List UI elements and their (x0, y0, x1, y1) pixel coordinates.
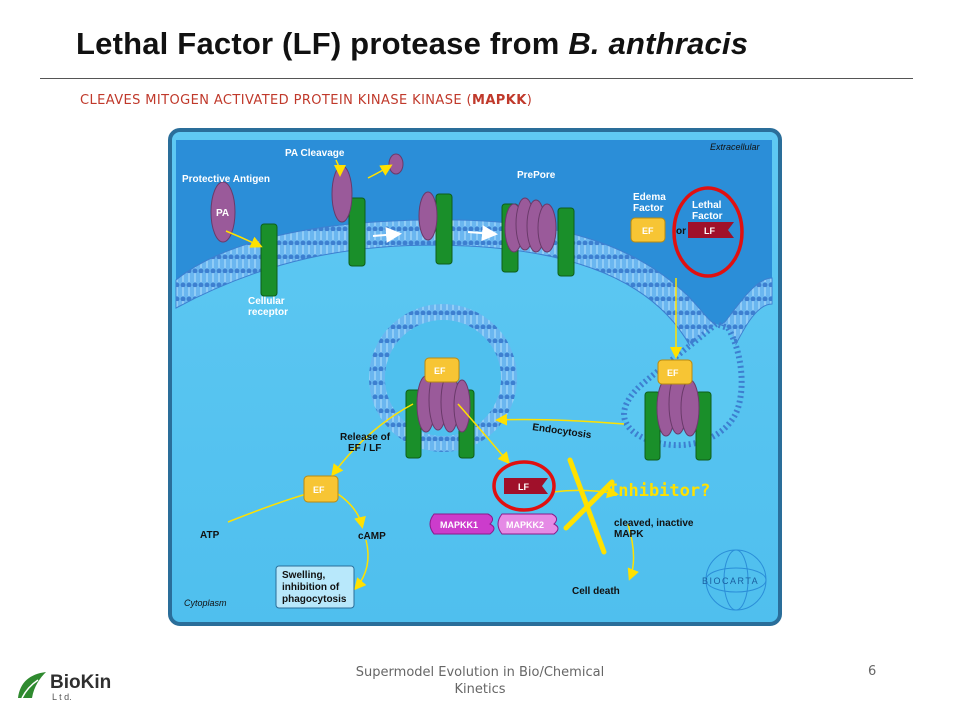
footer-line-1: Supermodel Evolution in Bio/Chemical (355, 665, 605, 680)
label-swelling-2: inhibition of (282, 582, 340, 593)
footer-line-2: Kinetics (454, 682, 506, 697)
lf-tags (504, 222, 734, 494)
protective-antigen-ovals (210, 153, 700, 437)
ef-label-3: EF (667, 368, 679, 378)
slide-subtitle: CLEAVES MITOGEN ACTIVATED PROTEIN KINASE… (80, 93, 532, 108)
anthrax-pathway-diagram: Protective Antigen PA PA Cleavage PrePor… (168, 128, 782, 626)
biokin-logo: BioKin L t d. (16, 668, 126, 708)
label-prepore: PrePore (517, 170, 556, 181)
label-atp: ATP (200, 530, 220, 541)
label-extracellular: Extracellular (710, 142, 761, 152)
cell-membrane (175, 219, 773, 368)
subtitle-pre: CLEAVES MITOGEN ACTIVATED PROTEIN KINASE… (80, 93, 472, 108)
inhibitor-cross (563, 457, 615, 555)
label-inhibitor: Inhibitor? (608, 481, 710, 501)
page-number: 6 (868, 664, 877, 679)
label-mapkk2: MAPKK2 (506, 520, 544, 530)
label-pa: PA (216, 208, 229, 219)
title-italic: B. anthracis (568, 26, 749, 61)
label-cytoplasm: Cytoplasm (184, 598, 227, 608)
extracellular-region (176, 140, 772, 368)
lf-label-1: LF (704, 226, 715, 236)
label-swelling-1: Swelling, (282, 570, 326, 581)
label-cellular-receptor-2: receptor (248, 307, 288, 318)
footer-text: Supermodel Evolution in Bio/Chemical Kin… (320, 664, 640, 698)
label-or: or (676, 226, 686, 237)
pa-oval (210, 181, 236, 243)
label-lethal-factor-1: Lethal (692, 200, 722, 211)
label-mapkk1: MAPKK1 (440, 520, 478, 530)
subtitle-post: ) (526, 93, 533, 108)
lf-highlight-circle-top (672, 186, 744, 278)
label-biocarta: BIOCARTA (702, 576, 759, 586)
title-divider (40, 78, 913, 79)
label-edema-factor-1: Edema (633, 192, 666, 203)
ef-label-2: EF (434, 366, 446, 376)
lf-label-2: LF (518, 482, 529, 492)
mapkk2-shape (497, 513, 559, 535)
membrane-flow-arrows (372, 225, 498, 243)
label-release-1: Release of (340, 432, 391, 443)
subtitle-bold: MAPKK (472, 93, 527, 108)
label-lethal-factor-2: Factor (692, 211, 723, 222)
label-swelling-3: phagocytosis (282, 594, 347, 605)
mapkk1-shape (429, 513, 495, 535)
logo-sub: L t d. (52, 692, 72, 702)
lf-highlight-circle-bottom (492, 460, 556, 512)
label-protective-antigen: Protective Antigen (182, 174, 270, 185)
label-cleaved-2: MAPK (614, 529, 644, 540)
biocarta-logo (705, 549, 767, 611)
ef-boxes (303, 217, 693, 503)
pathway-arrows (225, 159, 682, 591)
logo-name: BioKin (50, 672, 111, 693)
label-edema-factor-2: Factor (633, 203, 664, 214)
label-pa-cleavage: PA Cleavage (285, 148, 345, 159)
swelling-box (275, 565, 355, 609)
slide-title: Lethal Factor (LF) protease from B. anth… (76, 26, 748, 62)
label-release-2: EF / LF (348, 443, 381, 454)
ef-label-4: EF (313, 485, 325, 495)
label-cellular-receptor-1: Cellular (248, 296, 285, 307)
ef-label-1: EF (642, 226, 654, 236)
label-cell-death: Cell death (572, 586, 620, 597)
label-camp: cAMP (358, 531, 386, 542)
title-main: Lethal Factor (LF) protease from (76, 26, 569, 61)
label-cleaved-1: cleaved, inactive (614, 518, 694, 529)
